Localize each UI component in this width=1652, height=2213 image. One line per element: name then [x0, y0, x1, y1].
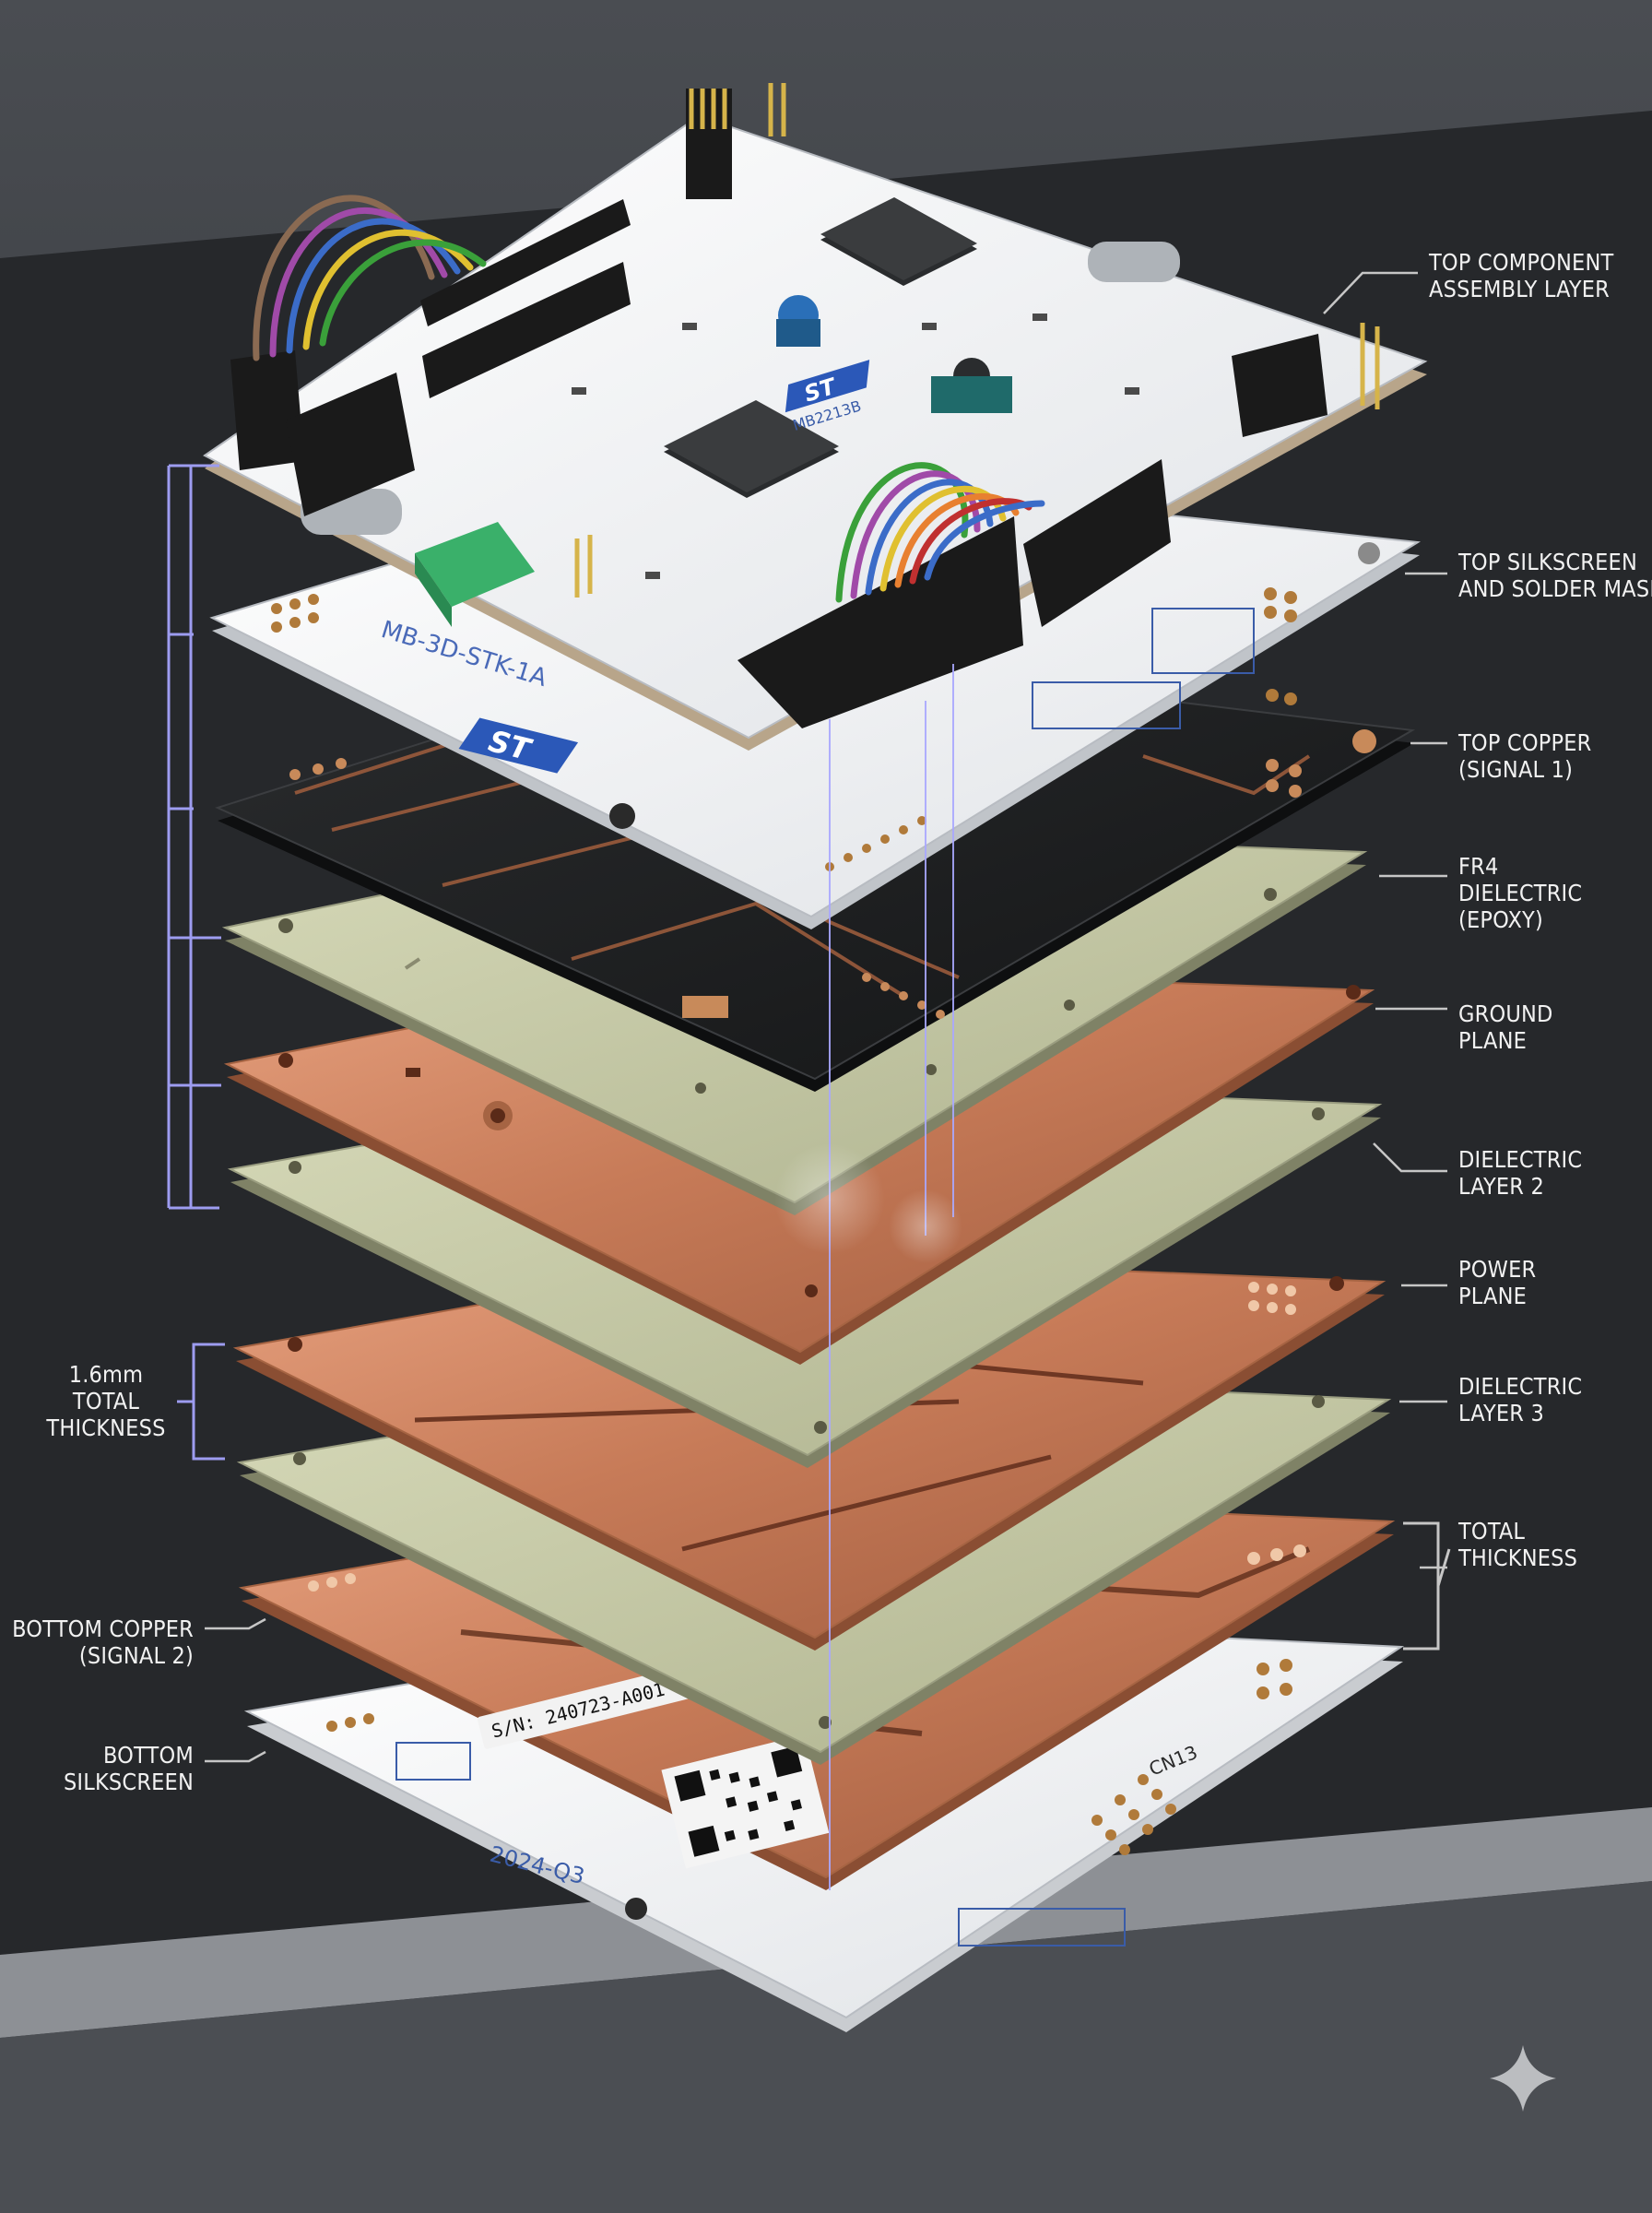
qr-code: [661, 1734, 830, 1869]
callout-bottom-copper: BOTTOM COPPER (SIGNAL 2): [12, 1615, 194, 1669]
callout-leaders: [205, 271, 1447, 1763]
callout-dielectric-layer-2: DIELECTRIC LAYER 2: [1458, 1146, 1583, 1200]
layer-stack-bracket: [167, 464, 221, 1210]
alignment-guides: [829, 664, 954, 1890]
callout-top-copper: TOP COPPER (SIGNAL 1): [1458, 729, 1592, 783]
header-right-1: [738, 516, 1023, 728]
callout-bottom-silkscreen: BOTTOM SILKSCREEN: [63, 1742, 194, 1795]
callout-fr4-dielectric: FR4 DIELECTRIC (EPOXY): [1458, 853, 1583, 933]
callout-total-thickness-right: TOTAL THICKNESS: [1458, 1518, 1578, 1571]
jumper-wires-right: [835, 462, 1045, 603]
sparkle-icon: [1490, 2045, 1556, 2112]
header-left-1: [230, 350, 304, 470]
main-mcu-chip: [664, 400, 839, 498]
header-right-2: [1023, 459, 1171, 627]
desk-front: [0, 1881, 1652, 2213]
green-terminal-block: [415, 522, 535, 607]
callout-total-thickness-left: 1.6mm TOTAL THICKNESS: [46, 1361, 166, 1441]
thickness-bracket-left: [177, 1343, 225, 1461]
jtag-header: [1232, 334, 1328, 437]
layer-top-component-assembly: ST MB2213B: [203, 83, 1428, 751]
callout-power-plane: POWER PLANE: [1458, 1256, 1537, 1309]
callout-top-silkscreen: TOP SILKSCREEN AND SOLDER MASK: [1458, 549, 1652, 602]
callout-top-component-assembly: TOP COMPONENT ASSEMBLY LAYER: [1429, 249, 1614, 302]
header-left-2: [286, 373, 415, 516]
jumper-wires-left: [253, 195, 487, 361]
secondary-chip: [820, 197, 977, 286]
usb-c-connector-top: [1088, 242, 1180, 282]
callout-dielectric-layer-3: DIELECTRIC LAYER 3: [1458, 1373, 1583, 1426]
callout-ground-plane: GROUND PLANE: [1458, 1000, 1553, 1054]
